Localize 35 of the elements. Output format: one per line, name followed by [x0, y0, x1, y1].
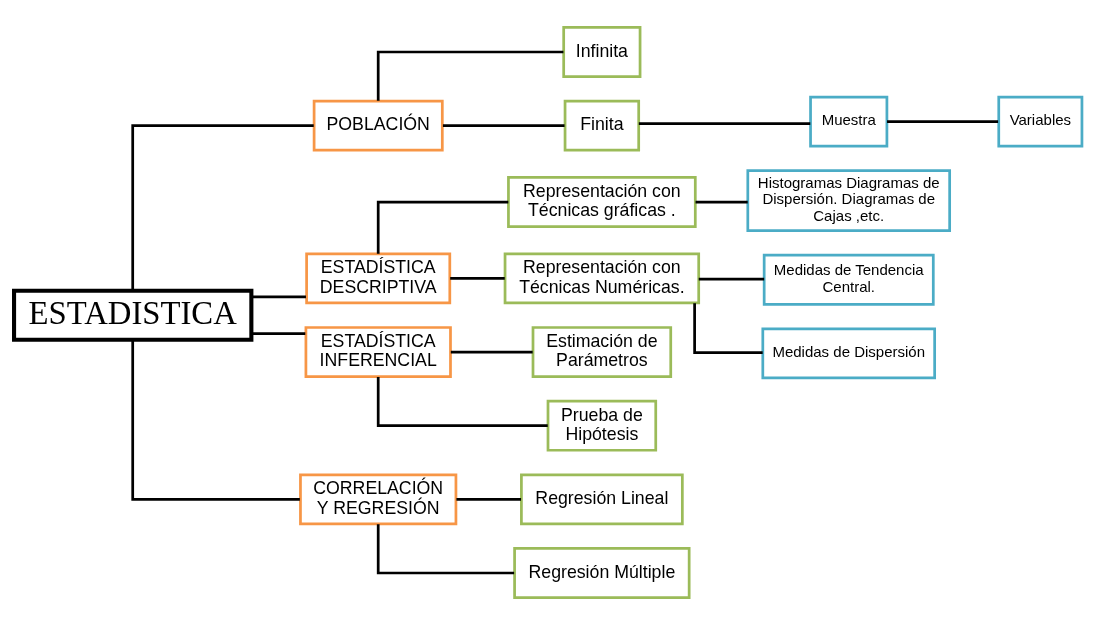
node-box: Regresión Múltiple	[513, 546, 691, 599]
node-box: Finita	[563, 99, 641, 152]
node-box: Histogramas Diagramas de Dispersión. Diagramas de Cajas ,etc.	[746, 168, 951, 232]
node-box: Infinita	[562, 25, 642, 78]
connector	[450, 276, 505, 280]
node-box: Muestra	[809, 95, 889, 147]
node-box: ESTADÍSTICA DESCRIPTIVA	[305, 252, 452, 304]
node-box: ESTADISTICA	[12, 288, 254, 342]
connector	[456, 497, 522, 501]
node-box: Prueba de Hipótesis	[546, 399, 658, 452]
node-box: ESTADÍSTICA INFERENCIAL	[304, 325, 452, 378]
node-box: Representación con Técnicas Numéricas.	[503, 252, 701, 304]
node-box: Variables	[997, 95, 1084, 147]
connector	[376, 376, 548, 427]
connector	[887, 119, 999, 123]
connector	[376, 523, 515, 574]
connector	[695, 200, 748, 203]
node-box: Estimación de Parámetros	[531, 325, 673, 378]
connector	[251, 294, 306, 298]
node-box: Medidas de Dispersión	[761, 327, 936, 379]
node-box: CORRELACIÓN Y REGRESIÓN	[299, 472, 458, 525]
connector	[131, 339, 300, 501]
node-box: POBLACIÓN	[312, 99, 444, 152]
connector	[131, 123, 314, 290]
connector	[698, 277, 765, 280]
node-box: Representación con Técnicas gráficas .	[507, 175, 697, 228]
connector	[638, 121, 811, 125]
connector	[251, 331, 306, 335]
connector	[376, 50, 564, 101]
node-box: Medidas de Tendencia Central.	[762, 253, 935, 306]
node-box: Regresión Lineal	[520, 472, 684, 525]
connector	[442, 123, 565, 127]
connector	[376, 200, 509, 254]
connector	[693, 302, 763, 354]
connector	[450, 350, 533, 353]
